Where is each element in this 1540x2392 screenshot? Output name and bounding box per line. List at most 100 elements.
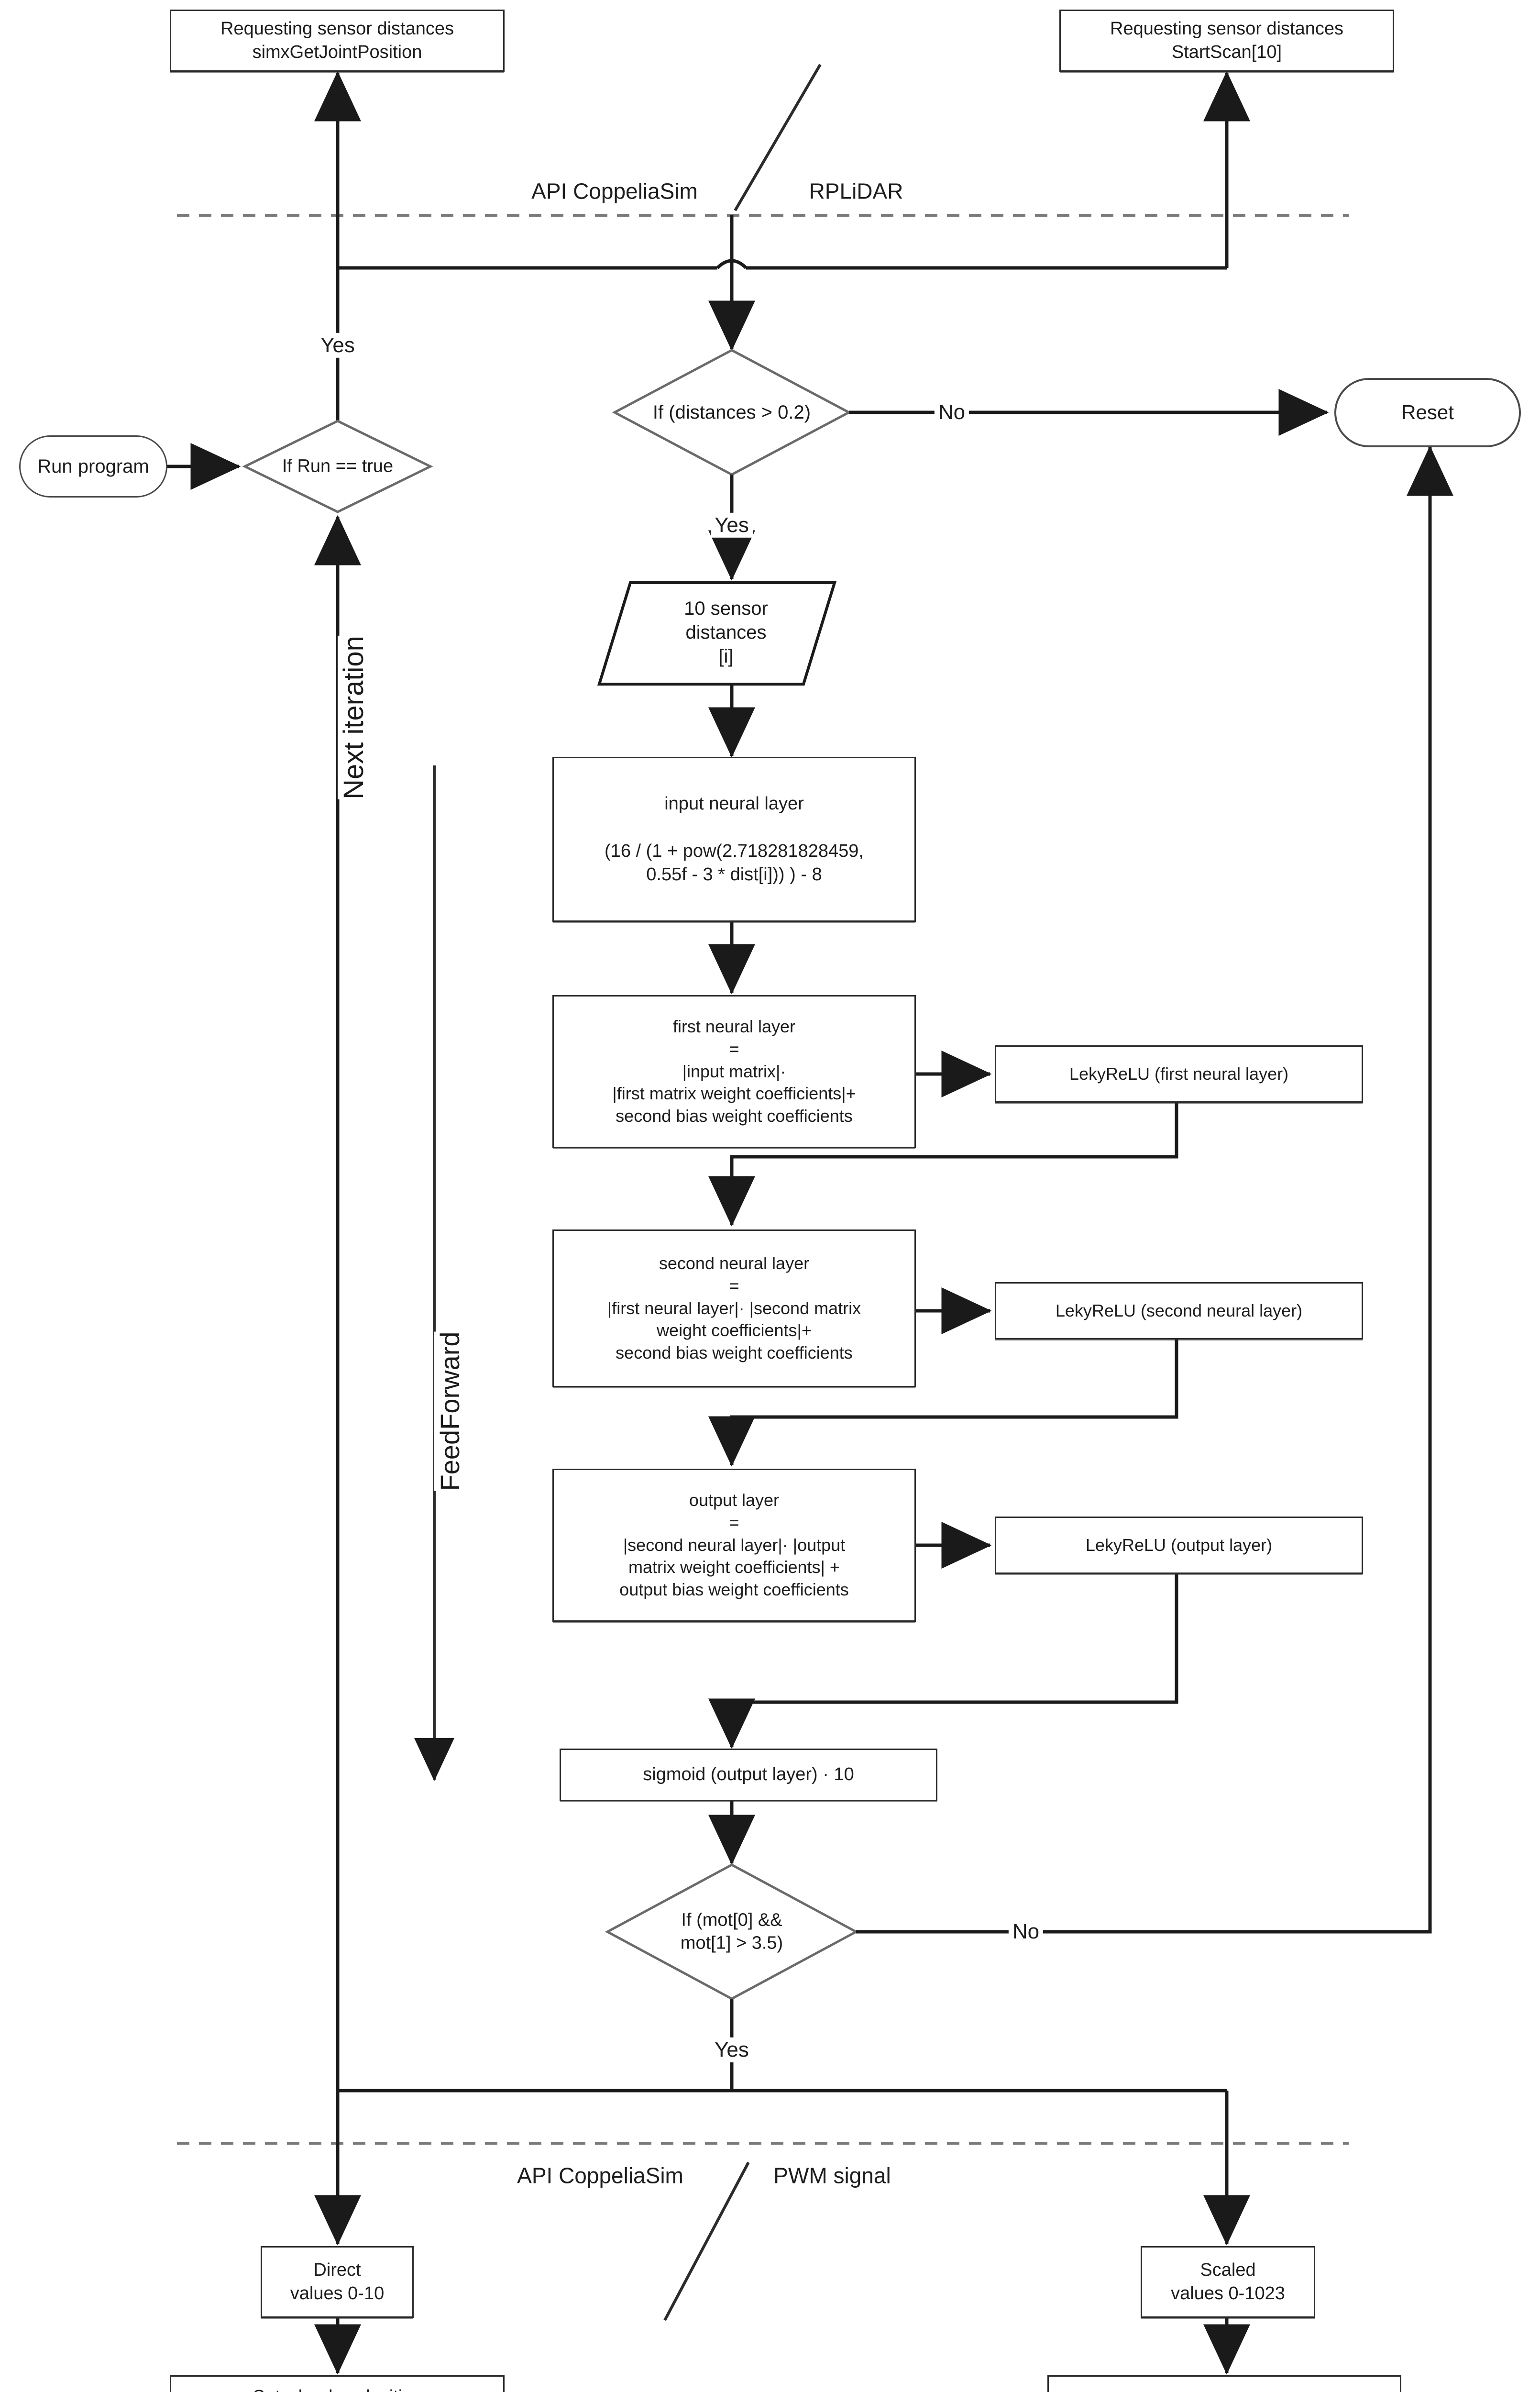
node-sigmoid[interactable]: sigmoid (output layer) · 10 bbox=[560, 1749, 937, 1801]
no-distance-text: No bbox=[938, 400, 966, 424]
input-layer-line2: (16 / (1 + pow(2.718281828459, bbox=[605, 841, 864, 861]
set-wheels-line1: Set wheels velocities bbox=[253, 2387, 422, 2392]
set-wheels-text: Set wheels velocities simxSetJointVeloci… bbox=[246, 2385, 429, 2392]
node-run-program[interactable]: Run program bbox=[19, 435, 167, 498]
sigmoid-label: sigmoid (output layer) · 10 bbox=[643, 1764, 854, 1785]
edge-no-mot-to-reset bbox=[856, 445, 1453, 1934]
decision-run-text: If Run == true bbox=[282, 456, 394, 476]
reset-label: Reset bbox=[1401, 401, 1454, 424]
decision-run-label: If Run == true bbox=[282, 455, 393, 478]
output-layer-line4: matrix weight coefficients| + bbox=[628, 1557, 840, 1577]
request-sim-line1: Requesting sensor distances bbox=[220, 18, 454, 39]
yes-top-text: Yes bbox=[320, 333, 355, 357]
sensor-data-line1: 10 sensor bbox=[684, 598, 768, 619]
node-output-relu[interactable]: LekyReLU (output layer) bbox=[995, 1517, 1363, 1574]
output-layer-line2: = bbox=[729, 1512, 739, 1532]
second-layer-line3: |first neural layer|· |second matrix bbox=[607, 1298, 861, 1318]
edge-label-yes-distance: Yes bbox=[711, 512, 753, 538]
node-first-layer[interactable]: first neural layer = |input matrix|· |fi… bbox=[552, 995, 916, 1148]
first-layer-line2: = bbox=[729, 1039, 739, 1059]
scaled-values-line1: Scaled bbox=[1200, 2259, 1256, 2280]
sensor-data-line2: distances bbox=[685, 622, 767, 643]
next-iteration-text: Next iteration bbox=[338, 636, 369, 799]
yes-mot-text: Yes bbox=[715, 2038, 749, 2061]
input-layer-line1: input neural layer bbox=[664, 793, 804, 814]
lane-top-right-text: RPLiDAR bbox=[809, 178, 903, 204]
node-request-lidar-text: Requesting sensor distances StartScan[10… bbox=[1103, 17, 1350, 65]
request-lidar-line1: Requesting sensor distances bbox=[1110, 18, 1343, 39]
node-direct-values[interactable]: Direct values 0-10 bbox=[261, 2246, 414, 2318]
direct-values-line2: values 0-10 bbox=[290, 2283, 385, 2303]
decision-mot-line1: If (mot[0] && bbox=[681, 1910, 782, 1930]
node-output-layer[interactable]: output layer = |second neural layer|· |o… bbox=[552, 1469, 916, 1622]
output-layer-line3: |second neural layer|· |output bbox=[623, 1535, 846, 1555]
lane-bottom-right-text: PWM signal bbox=[773, 2163, 891, 2188]
edge-label-feedforward: FeedForward bbox=[434, 1331, 465, 1491]
feedforward-text: FeedForward bbox=[435, 1331, 465, 1491]
direct-values-text: Direct values 0-10 bbox=[284, 2259, 391, 2306]
edge-label-next-iteration: Next iteration bbox=[338, 636, 370, 799]
second-relu-label: LekyReLU (second neural layer) bbox=[1055, 1300, 1303, 1320]
decision-mot-label: If (mot[0] && mot[1] > 3.5) bbox=[681, 1909, 783, 1955]
node-scaled-values[interactable]: Scaled values 0-1023 bbox=[1141, 2246, 1315, 2318]
first-layer-line5: second bias weight coefficients bbox=[616, 1106, 853, 1126]
lane-bottom-left-text: API CoppeliaSim bbox=[517, 2163, 683, 2188]
lane-label-api-bottom: API CoppeliaSim bbox=[513, 2162, 687, 2189]
node-second-relu[interactable]: LekyReLU (second neural layer) bbox=[995, 1282, 1363, 1340]
output-layer-line5: output bias weight coefficients bbox=[619, 1580, 849, 1600]
lane-label-rplidar: RPLiDAR bbox=[805, 178, 907, 205]
node-request-sim-text: Requesting sensor distances simxGetJoint… bbox=[214, 17, 461, 65]
output-layer-line1: output layer bbox=[689, 1490, 780, 1510]
node-set-pwm[interactable]: Set PWM DC bbox=[1047, 2375, 1401, 2392]
input-layer-line3: 0.55f - 3 * dist[i])) ) - 8 bbox=[646, 864, 822, 885]
edge-label-yes-mot: Yes bbox=[711, 2037, 753, 2063]
lane-label-api-top: API CoppeliaSim bbox=[528, 178, 702, 205]
output-layer-text: output layer = |second neural layer|· |o… bbox=[613, 1489, 856, 1601]
node-request-sim[interactable]: Requesting sensor distances simxGetJoint… bbox=[170, 10, 505, 72]
output-relu-label: LekyReLU (output layer) bbox=[1085, 1535, 1273, 1555]
sensor-data-shape bbox=[597, 581, 837, 686]
second-layer-line1: second neural layer bbox=[659, 1253, 810, 1273]
second-layer-line4: weight coefficients|+ bbox=[657, 1320, 812, 1340]
edge-relu1-to-second bbox=[708, 1100, 1178, 1227]
node-reset[interactable]: Reset bbox=[1334, 378, 1521, 447]
edge-label-no-distance: No bbox=[934, 399, 969, 425]
edge-label-yes-top: Yes bbox=[317, 332, 359, 358]
first-relu-label: LekyReLU (first neural layer) bbox=[1069, 1063, 1289, 1084]
node-input-layer[interactable]: input neural layer (16 / (1 + pow(2.7182… bbox=[552, 757, 916, 922]
edge-relu3-to-sigmoid bbox=[708, 1573, 1178, 1749]
run-program-label: Run program bbox=[37, 456, 149, 477]
decision-mot-line2: mot[1] > 3.5) bbox=[680, 1933, 783, 1953]
first-layer-text: first neural layer = |input matrix|· |fi… bbox=[605, 1016, 862, 1128]
sensor-data-label: 10 sensor distances [i] bbox=[684, 597, 768, 668]
lane-top-left-text: API CoppeliaSim bbox=[531, 178, 698, 204]
decision-distances-label: If (distances > 0.2) bbox=[653, 400, 811, 424]
second-layer-line5: second bias weight coefficients bbox=[616, 1343, 853, 1363]
first-layer-line4: |first matrix weight coefficients|+ bbox=[612, 1084, 856, 1104]
second-layer-text: second neural layer = |first neural laye… bbox=[601, 1252, 868, 1364]
scaled-values-text: Scaled values 0-1023 bbox=[1164, 2259, 1292, 2306]
decision-distances-text: If (distances > 0.2) bbox=[652, 402, 811, 423]
lane-slash-top bbox=[734, 64, 822, 211]
second-layer-line2: = bbox=[729, 1275, 739, 1296]
direct-values-line1: Direct bbox=[313, 2259, 361, 2280]
node-second-layer[interactable]: second neural layer = |first neural laye… bbox=[552, 1229, 916, 1387]
node-set-wheels[interactable]: Set wheels velocities simxSetJointVeloci… bbox=[170, 2375, 505, 2392]
first-layer-line3: |input matrix|· bbox=[682, 1061, 786, 1081]
lane-label-pwm: PWM signal bbox=[770, 2162, 895, 2189]
no-mot-text: No bbox=[1012, 1919, 1040, 1943]
input-layer-text: input neural layer (16 / (1 + pow(2.7182… bbox=[598, 792, 870, 887]
yes-distance-text: Yes bbox=[715, 513, 749, 537]
scaled-values-line2: values 0-1023 bbox=[1171, 2283, 1285, 2303]
edge-label-no-mot: No bbox=[1008, 1919, 1044, 1945]
first-layer-line1: first neural layer bbox=[672, 1017, 796, 1036]
decision-run-shape bbox=[242, 420, 433, 513]
sensor-data-line3: [i] bbox=[718, 646, 734, 667]
node-first-relu[interactable]: LekyReLU (first neural layer) bbox=[995, 1045, 1363, 1103]
edge-relu2-to-output bbox=[708, 1337, 1178, 1467]
node-request-lidar[interactable]: Requesting sensor distances StartScan[10… bbox=[1059, 10, 1394, 72]
lane-slash-bottom bbox=[663, 2161, 750, 2321]
request-sim-line2: simxGetJointPosition bbox=[252, 42, 422, 62]
